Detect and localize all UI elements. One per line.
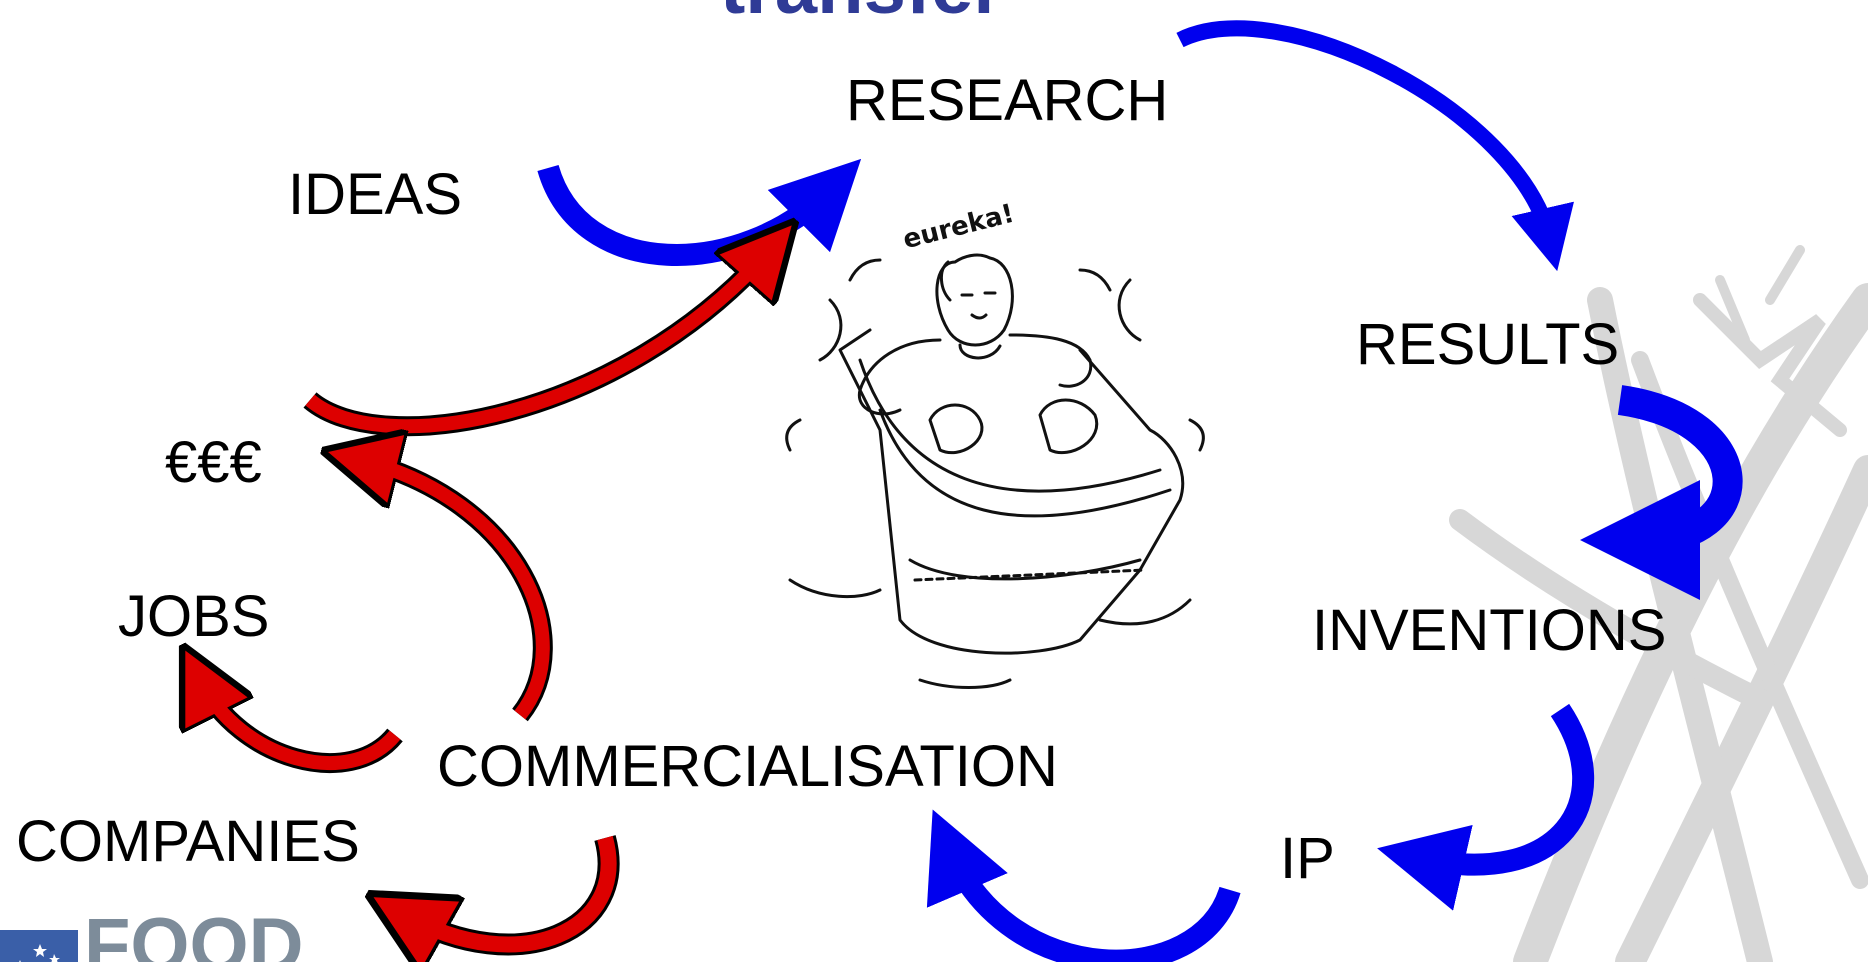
node-euro: €€€ <box>165 430 262 495</box>
node-companies: COMPANIES <box>16 809 360 874</box>
arrow-research-to-results <box>1176 20 1574 272</box>
arrow-ip-to-commercialisation <box>926 809 1241 962</box>
node-ip: IP <box>1280 826 1335 891</box>
logo-text: FOOD <box>84 903 304 962</box>
node-jobs: JOBS <box>118 584 270 649</box>
node-commercialisation: COMMERCIALISATION <box>437 734 1058 799</box>
node-ideas: IDEAS <box>288 162 463 227</box>
arrow-results-to-inventions <box>1580 385 1743 600</box>
food-logo: FOOD <box>0 908 304 962</box>
node-results: RESULTS <box>1356 312 1620 377</box>
arrow-inventions-to-ip <box>1377 703 1595 911</box>
page-title: transfer <box>720 0 1003 26</box>
node-inventions: INVENTIONS <box>1312 598 1667 663</box>
node-research: RESEARCH <box>846 68 1169 133</box>
eu-star-icon <box>0 930 78 962</box>
